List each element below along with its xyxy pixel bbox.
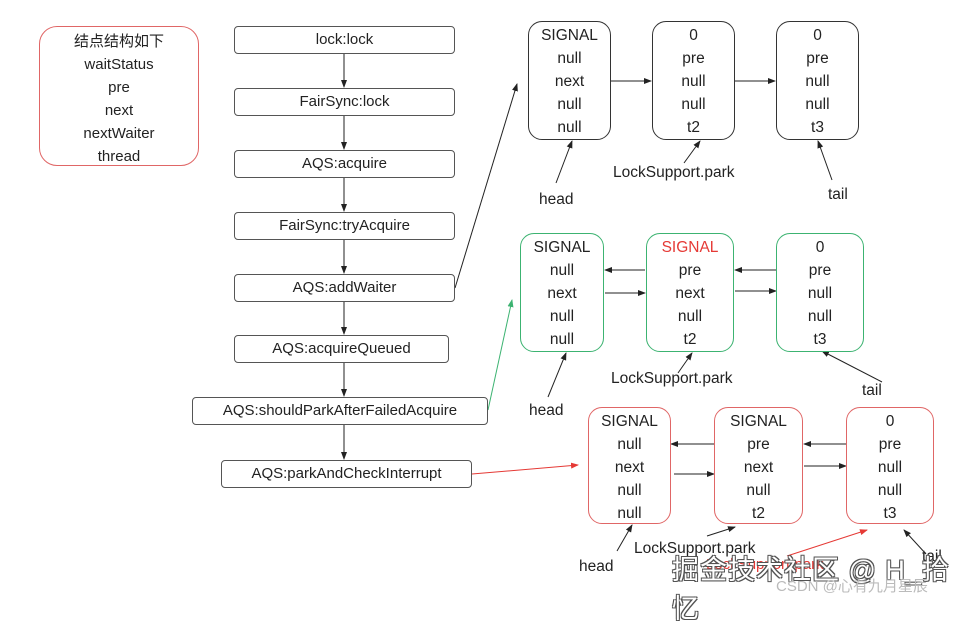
wait-status: 0	[885, 413, 895, 430]
thread-field: t3	[813, 331, 827, 348]
next-waiter-field: null	[877, 482, 903, 499]
legend-title: 结点结构如下	[73, 33, 164, 50]
park-label: LockSupport.park	[611, 370, 733, 387]
thread-field: t3	[811, 119, 824, 136]
legend-field: waitStatus	[84, 56, 154, 73]
next-waiter-field: null	[677, 308, 703, 325]
next-waiter-field: null	[549, 308, 575, 325]
park-pointer	[706, 526, 736, 537]
tail-pointer	[817, 140, 833, 181]
next-field: next	[675, 285, 705, 302]
next-waiter-field: null	[746, 482, 771, 499]
wait-status: SIGNAL	[541, 27, 598, 44]
next-field: next	[743, 459, 774, 476]
wait-status: 0	[815, 239, 825, 256]
pre-field: pre	[806, 50, 829, 67]
pre-field: null	[557, 50, 582, 67]
next-field: next	[554, 73, 585, 90]
legend-field: pre	[108, 79, 130, 96]
head-label: head	[579, 558, 614, 575]
connector-layer	[341, 54, 927, 557]
tail-label: tail	[828, 186, 848, 203]
pre-field: pre	[682, 50, 705, 67]
flow-step-lock: lock:lock	[234, 26, 455, 54]
tail-label: tail	[862, 382, 882, 399]
queue2-node-t3: 0 pre null null t3	[776, 233, 864, 352]
queue2-node-t2: SIGNAL pre next null t2	[646, 233, 734, 352]
tail-pointer	[903, 529, 927, 555]
thread-field: t2	[687, 119, 700, 136]
thread-field: t2	[683, 331, 697, 348]
park-red-label: LockSupport.park	[706, 556, 824, 573]
pre-field: pre	[747, 436, 770, 453]
wait-status: SIGNAL	[533, 239, 591, 256]
wait-status: 0	[689, 27, 698, 44]
next-field: next	[614, 459, 645, 476]
node-structure-legend: 结点结构如下 waitStatus pre next nextWaiter th…	[39, 26, 199, 166]
next-waiter-field: null	[805, 96, 830, 113]
next-field: null	[681, 73, 706, 90]
pre-field: null	[617, 436, 642, 453]
queue1-node-t2: 0 pre null null t2	[652, 21, 735, 140]
tail-label: tail	[922, 548, 942, 565]
thread-field: t2	[752, 505, 765, 522]
head-label: head	[529, 402, 564, 419]
pre-field: null	[549, 262, 575, 279]
queue3-node-head: SIGNAL null next null null	[588, 407, 671, 524]
next-waiter-field: null	[617, 482, 642, 499]
shouldpark-connector	[487, 299, 514, 411]
queue2-node-head: SIGNAL null next null null	[520, 233, 604, 352]
addwaiter-connector	[454, 83, 518, 289]
flow-step-shouldpark: AQS:shouldParkAfterFailedAcquire	[192, 397, 488, 425]
flow-step-acquirequeued: AQS:acquireQueued	[234, 335, 449, 363]
queue1-node-head: SIGNAL null next null null	[528, 21, 611, 140]
watermark-sub: CSDN @心有九月星辰	[776, 578, 928, 595]
legend-field: next	[104, 102, 134, 119]
park-red-pointer	[786, 529, 868, 557]
flow-step-fairsync-lock: FairSync:lock	[234, 88, 455, 116]
pre-field: pre	[678, 262, 702, 279]
thread-field: null	[557, 119, 582, 136]
head-label: head	[539, 191, 574, 208]
queue3-node-t3: 0 pre null null t3	[846, 407, 934, 524]
legend-field: thread	[97, 148, 141, 165]
park-label: LockSupport.park	[634, 540, 756, 557]
next-field: null	[805, 73, 830, 90]
park-pointer	[683, 140, 701, 164]
legend-field: nextWaiter	[83, 125, 155, 142]
pre-field: pre	[878, 436, 902, 453]
next-waiter-field: null	[557, 96, 582, 113]
next-waiter-field: null	[681, 96, 706, 113]
queue3-node-t2: SIGNAL pre next null t2	[714, 407, 803, 524]
flow-step-tryacquire: FairSync:tryAcquire	[234, 212, 455, 240]
thread-field: null	[549, 331, 575, 348]
wait-status: SIGNAL	[601, 413, 658, 430]
park-label: LockSupport.park	[613, 164, 735, 181]
next-field: null	[807, 285, 833, 302]
parkcheck-connector	[471, 462, 579, 475]
flow-step-acquire: AQS:acquire	[234, 150, 455, 178]
wait-status: SIGNAL	[730, 413, 787, 430]
flow-step-parkandcheck: AQS:parkAndCheckInterrupt	[221, 460, 472, 488]
head-pointer	[616, 524, 633, 552]
pre-field: pre	[808, 262, 832, 279]
next-field: next	[547, 285, 577, 302]
thread-field: null	[617, 505, 642, 522]
wait-status: 0	[813, 27, 822, 44]
next-field: null	[877, 459, 903, 476]
thread-field: t3	[883, 505, 897, 522]
next-waiter-field: null	[807, 308, 833, 325]
wait-status-highlighted: SIGNAL	[661, 239, 719, 256]
queue1-node-t3: 0 pre null null t3	[776, 21, 859, 140]
head-pointer	[555, 140, 573, 184]
flow-step-addwaiter: AQS:addWaiter	[234, 274, 455, 302]
head-pointer	[547, 352, 567, 398]
park-pointer	[677, 352, 693, 374]
tail-pointer	[821, 350, 883, 383]
